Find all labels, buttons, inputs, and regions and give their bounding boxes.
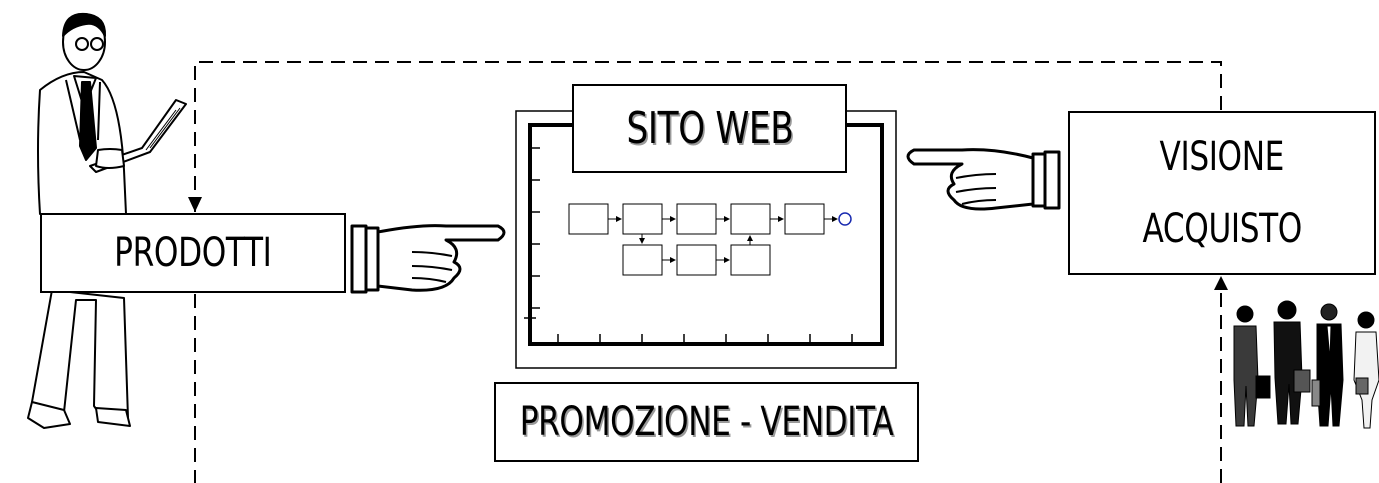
pointing-hand-right-icon (350, 224, 506, 294)
visione-acquisto-box: VISIONE ACQUISTO (1068, 111, 1376, 275)
sito-web-label: SITO WEB (626, 103, 793, 154)
flow-box-2 (622, 203, 663, 235)
arm (95, 148, 125, 169)
flow-box-4 (730, 203, 771, 235)
prodotti-label: PRODOTTI (114, 230, 272, 276)
prodotti-box: PRODOTTI (40, 213, 346, 293)
glasses-right (90, 37, 104, 51)
promozione-vendita-label: PROMOZIONE - VENDITA (519, 399, 894, 445)
sito-web-box: SITO WEB (572, 84, 847, 173)
hand-palm (376, 224, 506, 292)
person-3 (1311, 303, 1344, 427)
flow-end-circle (838, 212, 852, 226)
dashed-feedback-connector (194, 61, 1222, 483)
laptop-screen-lines (145, 107, 181, 151)
dashed-line-top (194, 61, 1222, 212)
pointing-hand-left-icon (906, 148, 1061, 211)
screen-ticks (524, 147, 853, 344)
glasses-left (75, 37, 89, 51)
flow-box-8 (730, 244, 771, 276)
arrow-into-visione (1214, 276, 1228, 290)
tie (79, 81, 97, 161)
hand-finger-lines (411, 251, 453, 283)
promozione-vendita-box: PROMOZIONE - VENDITA (494, 382, 919, 462)
acquisto-label: ACQUISTO (1142, 206, 1302, 252)
legs (31, 289, 129, 421)
hand-finger-lines (955, 173, 997, 205)
flow-box-6 (622, 244, 663, 276)
flow-box-1 (568, 203, 609, 235)
hand-wrist (364, 226, 380, 292)
flow-box-7 (676, 244, 717, 276)
visione-label: VISIONE (1159, 134, 1285, 180)
person-1 (1233, 305, 1271, 427)
hair (62, 12, 107, 37)
flow-box-5 (784, 203, 825, 235)
shoes (27, 401, 131, 429)
flow-chart (568, 203, 852, 276)
hand-palm (906, 148, 1035, 211)
businessman-with-laptop-icon (27, 12, 187, 429)
flow-box-3 (676, 203, 717, 235)
hand-cuff (1043, 150, 1061, 210)
lapel (65, 79, 101, 141)
business-people-group-icon (1233, 300, 1379, 429)
hand-wrist (1031, 152, 1047, 208)
person-2 (1273, 300, 1311, 425)
arrow-into-prodotti (188, 197, 202, 212)
person-4 (1353, 311, 1379, 429)
flow-arrows (608, 216, 838, 263)
hand-cuff (350, 224, 368, 294)
